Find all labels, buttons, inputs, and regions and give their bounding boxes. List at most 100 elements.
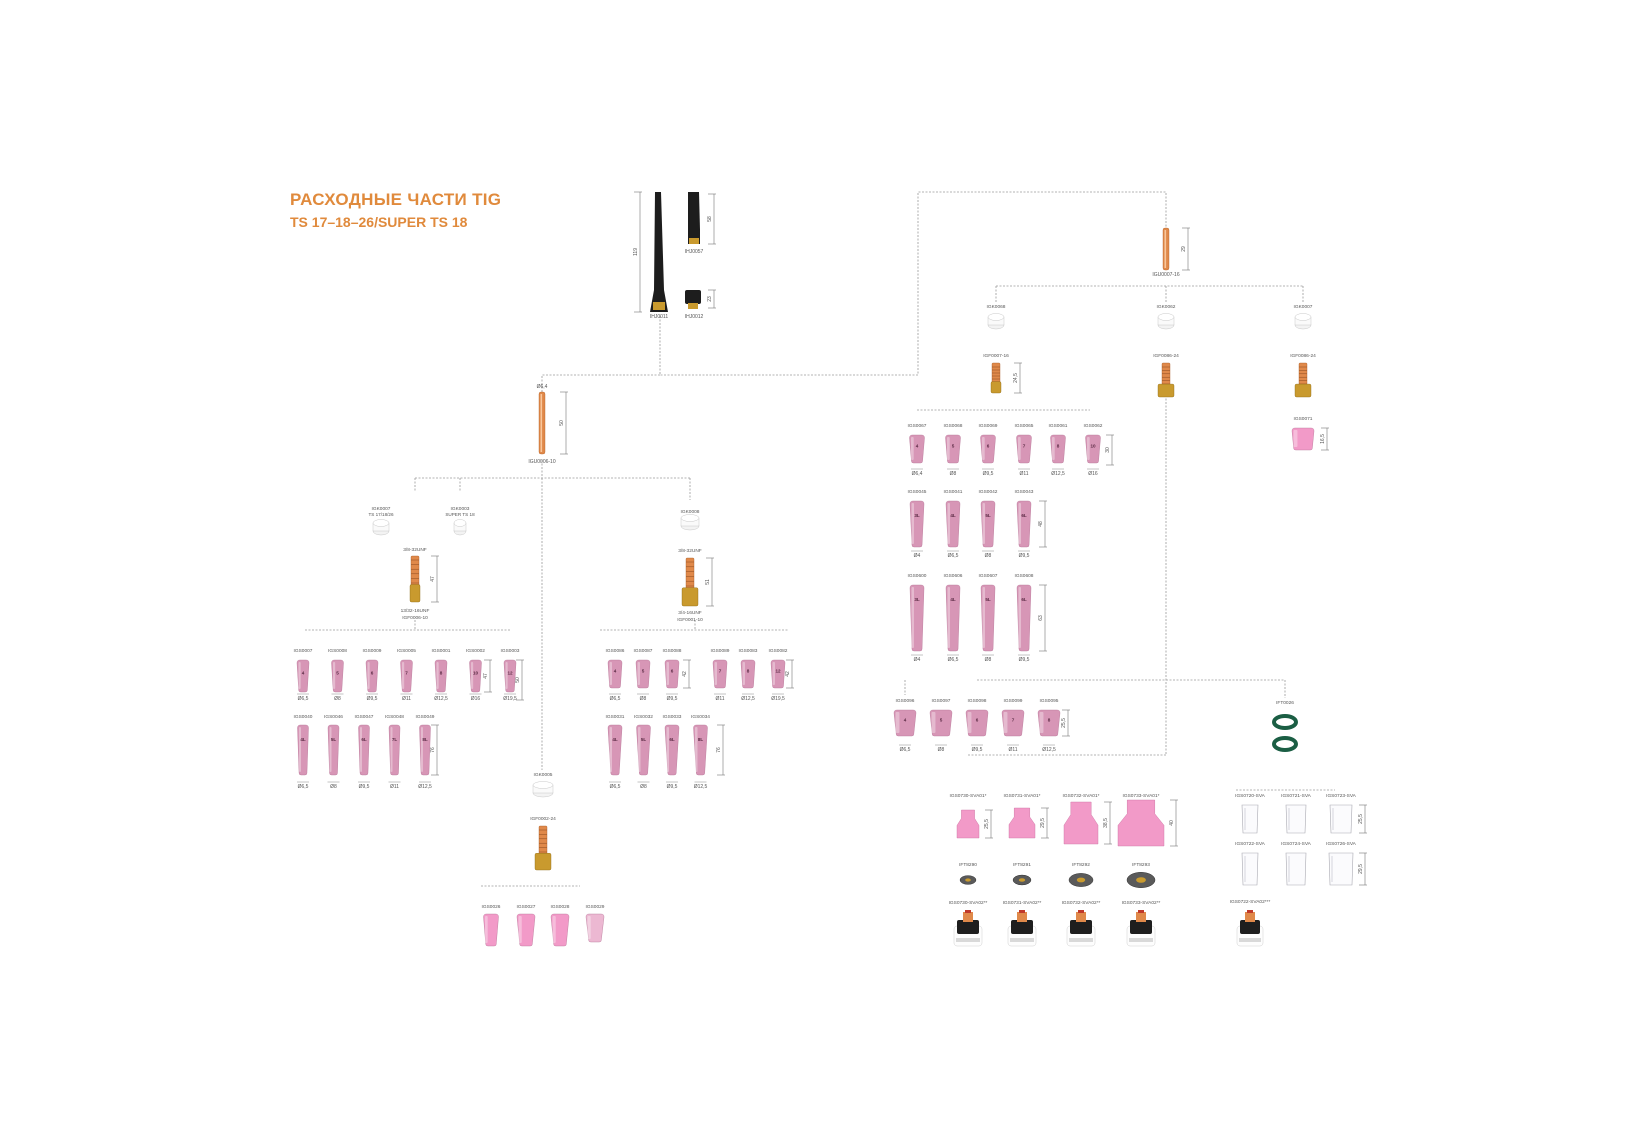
r-row4-nozzle-0-shape (893, 709, 917, 737)
screen-code-0: IFT8290 (959, 862, 977, 868)
left-row2-nozzle-0-highlight (299, 727, 301, 772)
sva-body-3-base (1130, 920, 1152, 934)
r-row1-nozzle-4-highlight (1052, 437, 1055, 460)
left-body-thread-top: 3/8-32UNF (403, 547, 427, 553)
left-row1-diameter-5: Ø16 (471, 696, 481, 702)
right-collet (1162, 227, 1170, 271)
right-body-1-lower (1157, 383, 1175, 398)
mid-row1-nozzle-5-size-number: 12 (775, 669, 781, 674)
r-row2-code-3: IGS0043 (1015, 489, 1034, 495)
r-row4-nozzle-0: 4 (893, 709, 917, 737)
mid-body-upper (685, 557, 695, 592)
left-row2-diameter-3: Ø11 (390, 784, 399, 790)
mid-body-thread-bottom: 3/4-16UNF (678, 610, 702, 616)
left-row2-diameter-1: Ø8 (330, 784, 337, 790)
r-row2-diameter-3: Ø9,5 (1019, 553, 1030, 559)
left-row1-nozzle-1-shape (331, 659, 344, 693)
mid-row2-diameter-2: Ø9,5 (667, 784, 678, 790)
mid-row1-code-2: IGS0088 (663, 648, 682, 654)
r-row4-nozzle-3-size-number: 7 (1012, 718, 1015, 723)
r-row2-nozzle-1: 4L (945, 500, 961, 548)
r-row4-code-2: IGS0098 (968, 698, 987, 704)
sva-body-1-rim (1010, 938, 1034, 942)
r-row3-nozzle-0-shape (909, 584, 925, 652)
glass-bottom-code-0: IGS0722-SVA (1235, 841, 1266, 847)
right-body-1-upper (1161, 362, 1171, 387)
dim-sva-nozzle-3-label: 40 (1169, 820, 1175, 826)
left-body-lower (409, 584, 421, 603)
left-row1-nozzle-2-shape (365, 659, 379, 693)
left-row1-code-6: IGS0003 (501, 648, 520, 654)
dim-sva-nozzle-0-label: 25,5 (984, 819, 990, 829)
back-cap-long-code: IHJ0011 (650, 314, 668, 320)
mid-row1-nozzle-3-shape (712, 659, 728, 689)
left-row1-diameter-4: Ø12,5 (434, 696, 448, 702)
bottom-nozzle-1 (516, 913, 536, 947)
left-row1-nozzle-3: 7 (400, 659, 413, 693)
r-row4-diameter-3: Ø11 (1008, 747, 1017, 753)
bottom-insulator-code: IGK0005 (534, 772, 553, 778)
r-row3-nozzle-1-shape (945, 584, 961, 652)
r-row2-code-0: IGS0045 (908, 489, 927, 495)
screen-0 (959, 875, 977, 885)
sva-body-2 (1066, 910, 1096, 947)
r-row2-nozzle-3-highlight (1018, 503, 1022, 544)
r-row3-diameter-1: Ø6,5 (948, 657, 959, 663)
dim-back-cap-long-label: 119 (633, 248, 639, 256)
r-row4-diameter-0: Ø6,5 (900, 747, 911, 753)
right-insulator-2 (1294, 313, 1312, 330)
bottom-nozzle-code-2: IGS0028 (551, 904, 570, 910)
left-row1-nozzle-5-shape (469, 659, 482, 693)
sva-nozzle-shape-2 (1063, 801, 1099, 845)
left-row2-diameter-0: Ø6,5 (298, 784, 309, 790)
mid-row1-nozzle-5: 12 (770, 659, 786, 689)
mid-body-lower (681, 587, 699, 607)
mid-row1-nozzle-1: 5 (635, 659, 651, 689)
r-row3-nozzle-1-highlight (947, 587, 951, 648)
left-row1-nozzle-6-highlight (505, 662, 508, 689)
sva-body-code-0: IGS0730-SVA02** (949, 900, 988, 906)
back-cap-stub-thread (688, 303, 698, 309)
r-row2-code-1: IGS0041 (944, 489, 963, 495)
r-row3-nozzle-2: 5L (980, 584, 996, 652)
mid-row1-nozzle-4-size-number: 8 (747, 669, 750, 674)
left-row2-nozzle-4-size-number: 8L (422, 737, 428, 742)
mid-row1-nozzle-2-size-number: 6 (671, 669, 674, 674)
r-row1-nozzle-3: 7 (1016, 434, 1032, 464)
screen-code-2: IFT8292 (1072, 862, 1090, 868)
r-row1-diameter-4: Ø12,5 (1051, 471, 1065, 477)
sva-body-0-base (957, 920, 979, 934)
left-collet (538, 391, 546, 455)
screen-code-1: IFT8291 (1013, 862, 1031, 868)
left-row2-nozzle-2-size-number: 6L (361, 737, 367, 742)
left-row2-nozzle-2-shape (358, 724, 370, 776)
dim-left-body-label: 47 (430, 576, 436, 582)
r-row1-code-4: IGS0061 (1049, 423, 1068, 429)
r-row2-nozzle-0-shape (909, 500, 925, 548)
r-row3-code-1: IGS0606 (944, 573, 963, 579)
mid-row1-nozzle-1-size-number: 5 (642, 669, 645, 674)
left-insulator-1 (372, 519, 390, 536)
r-row1-nozzle-4-shape (1050, 434, 1066, 464)
left-row1-nozzle-6-size-number: 12 (507, 670, 513, 675)
line-cap-to-left-collet (541, 374, 660, 392)
screen-1 (1012, 874, 1032, 886)
sva-body-code-3: IGS0733-SVA02** (1122, 900, 1161, 906)
left-row1-nozzle-5: 10 (469, 659, 482, 693)
right-insulator-code-0: IGK0068 (987, 304, 1006, 310)
r-row4-diameter-4: Ø12,5 (1042, 747, 1056, 753)
r-row2-nozzle-3-shape (1016, 500, 1032, 548)
mid-row1-nozzle-2: 6 (664, 659, 680, 689)
left-row1-nozzle-0-shape (296, 659, 310, 693)
glass-bottom-1 (1285, 852, 1307, 886)
right-insulator-0 (987, 313, 1005, 330)
r-row4-nozzle-2-size-number: 6 (976, 718, 979, 723)
line-cap-to-right-collet (659, 191, 1167, 376)
mid-row1-nozzle-4-shape (740, 659, 756, 689)
right-body-2 (1294, 362, 1312, 398)
bottom-insulator (532, 781, 554, 798)
mid-row1-nozzle-2-highlight (666, 662, 670, 685)
dim-left-collet-label: 50 (559, 420, 565, 426)
r-row4-code-0: IGS0096 (896, 698, 915, 704)
mid-row1-nozzle-4: 8 (740, 659, 756, 689)
